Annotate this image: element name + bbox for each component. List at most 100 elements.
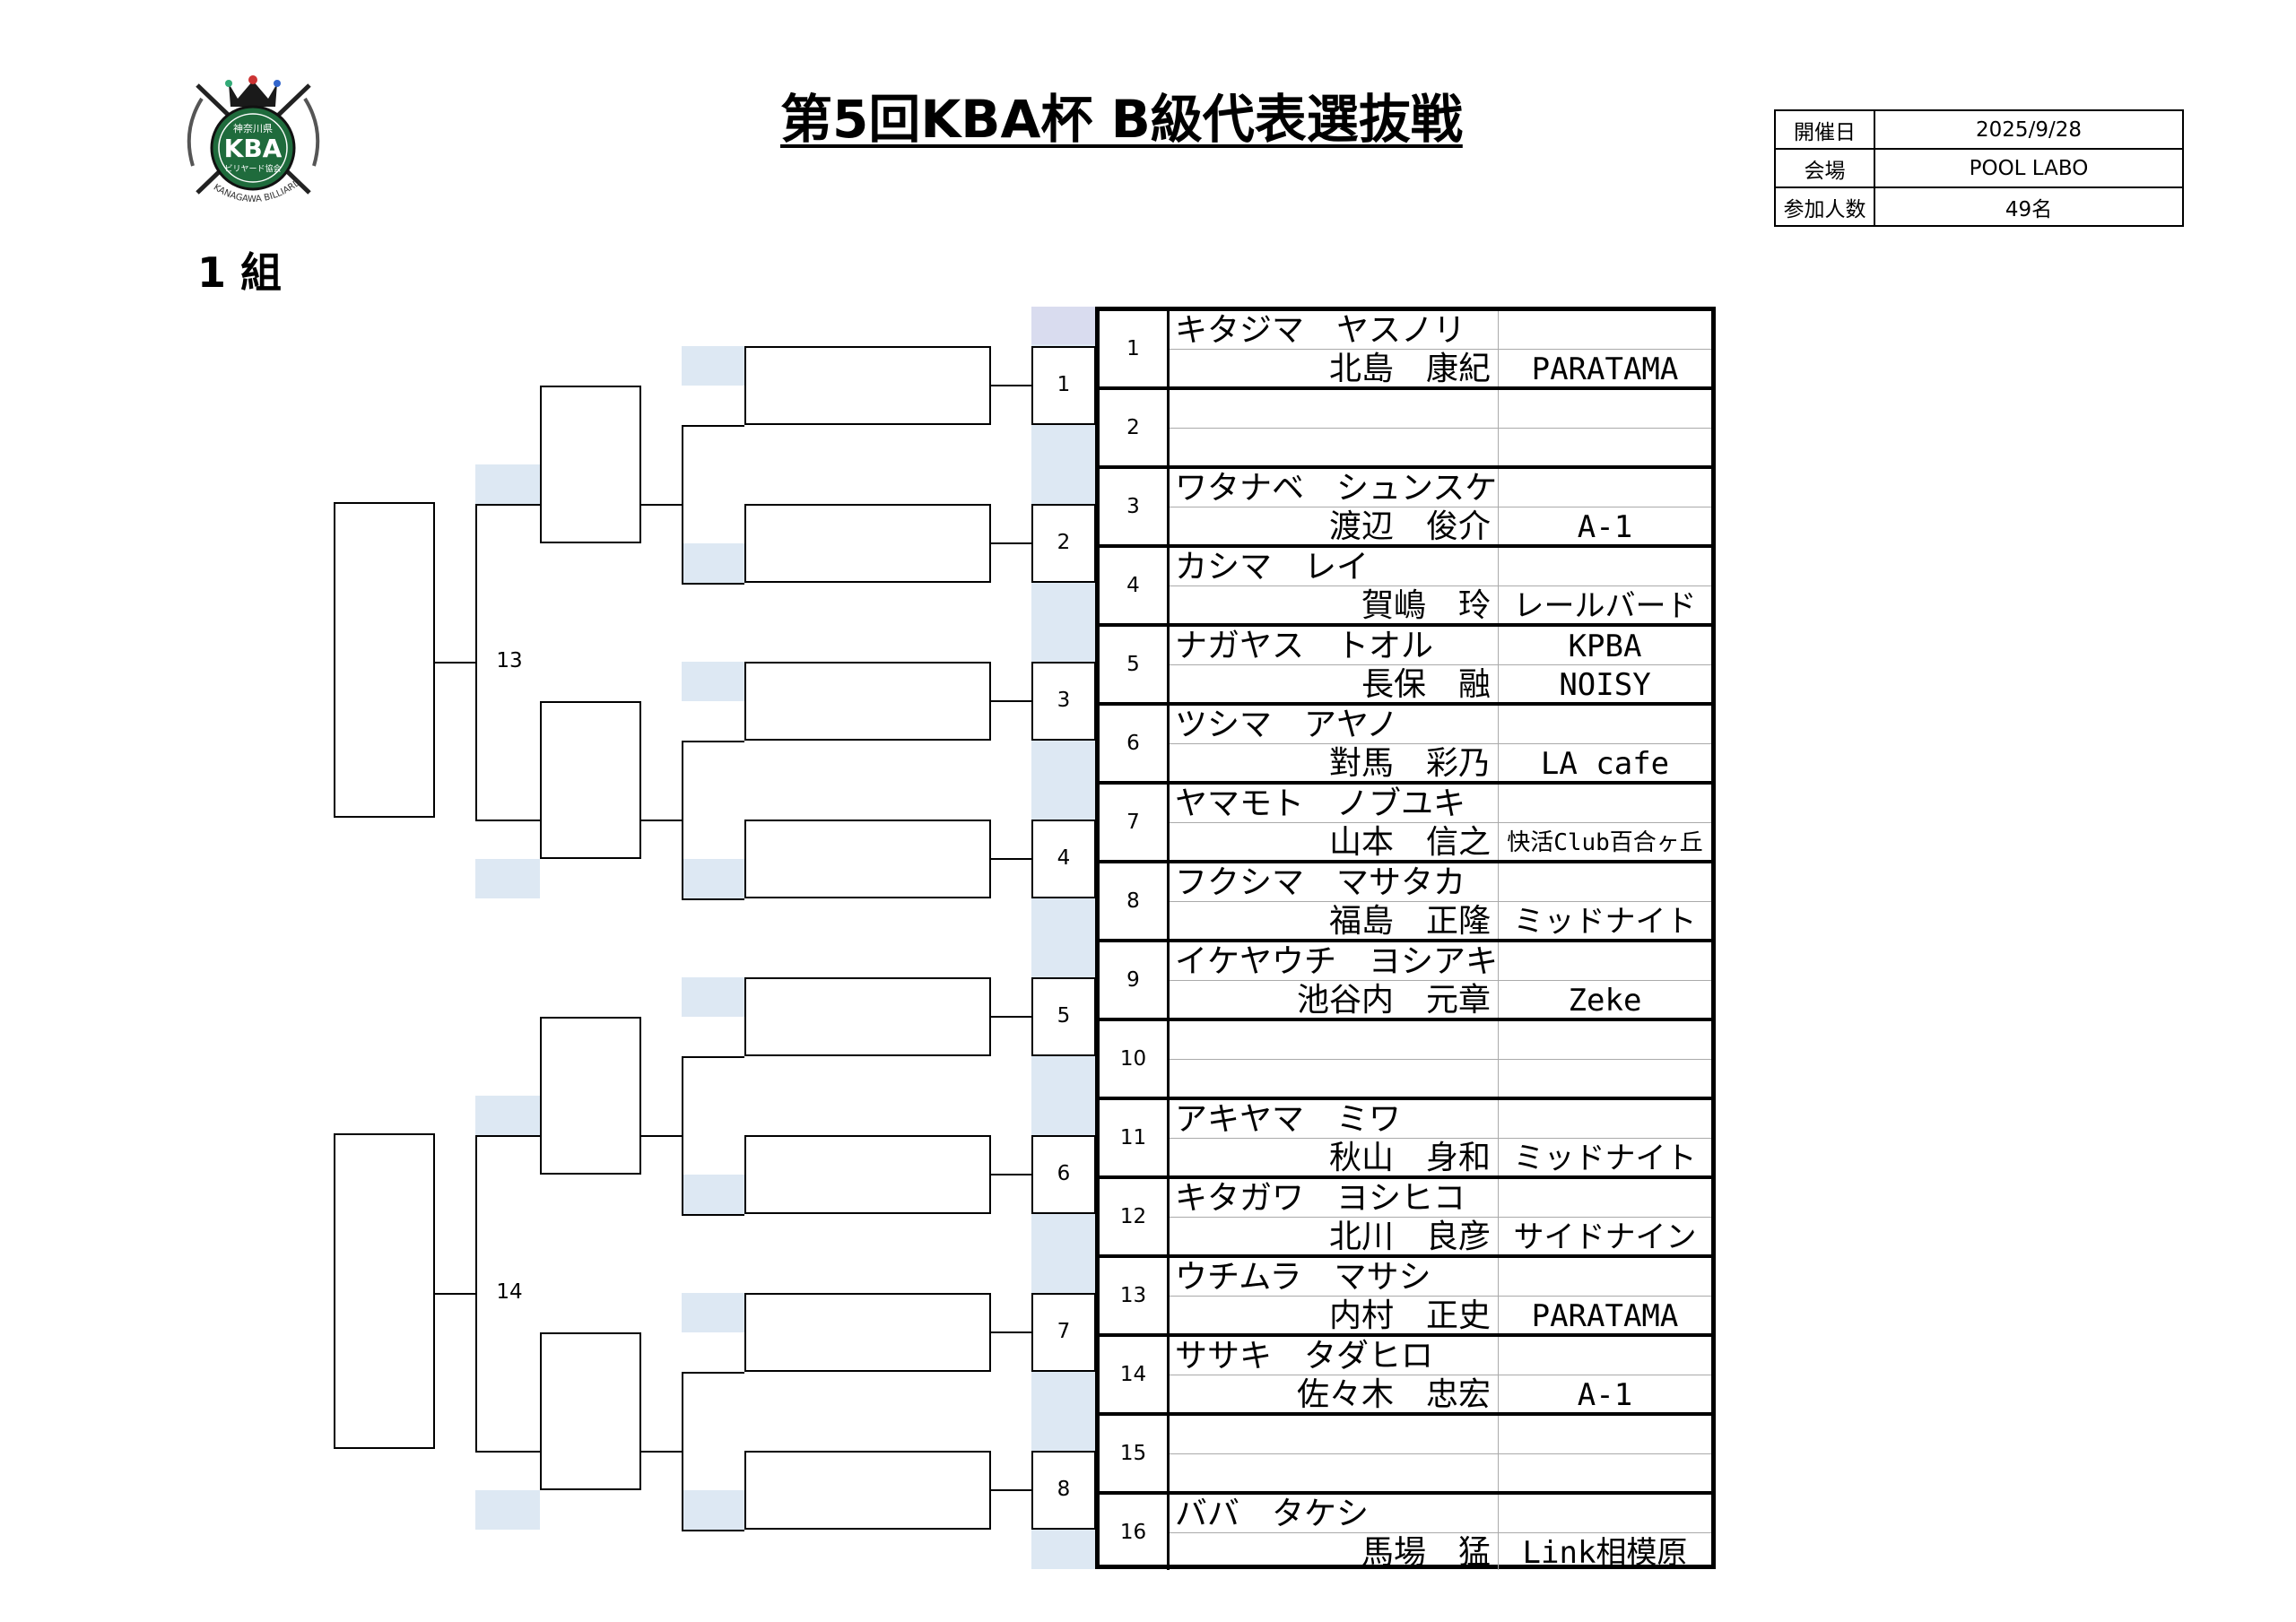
connector-line: [475, 1451, 540, 1453]
player-club-line1: [1499, 1100, 1711, 1139]
player-name-kanji: 北島 康紀: [1170, 350, 1499, 387]
player-name-kanji: 池谷内 元章: [1170, 981, 1499, 1019]
player-club-line1: [1499, 785, 1711, 823]
player-club-line1: [1499, 1021, 1711, 1060]
bracket-shade: [682, 543, 744, 583]
player-club-line2: [1499, 429, 1711, 465]
bracket-shade: [682, 662, 744, 701]
player-club-line1: [1499, 469, 1711, 507]
seed-number: 6: [1100, 706, 1170, 781]
match-number: 5: [1057, 1004, 1071, 1028]
connector-line: [991, 385, 1031, 386]
r2-match-box[interactable]: [744, 1293, 991, 1372]
semi-match-box[interactable]: [334, 1133, 435, 1449]
match-number: 13: [496, 649, 523, 672]
seed-number: 14: [1100, 1337, 1170, 1412]
r1-match-box[interactable]: [1031, 820, 1096, 898]
player-club-line1: [1499, 390, 1711, 429]
connector-line: [682, 741, 744, 742]
r3-match-box[interactable]: [540, 1332, 641, 1490]
connector-line: [475, 1135, 477, 1451]
bracket-shade: [475, 859, 540, 898]
seed-number: 4: [1100, 548, 1170, 623]
player-club-line1: [1499, 1416, 1711, 1454]
connector-line: [475, 820, 540, 821]
player-club-line2: [1499, 1060, 1711, 1097]
seed-number: 12: [1100, 1179, 1170, 1254]
info-label: 参加人数: [1774, 186, 1875, 227]
r2-match-box[interactable]: [744, 504, 991, 583]
r2-match-box[interactable]: [744, 662, 991, 741]
seed-number: 16: [1100, 1495, 1170, 1570]
connector-line: [682, 425, 683, 583]
player-club-line2: A-1: [1577, 1377, 1633, 1413]
player-name-kanji: 渡辺 俊介: [1170, 507, 1499, 545]
player-club-line1: [1499, 942, 1711, 981]
event-info-table: 開催日 2025/9/28 会場 POOL LABO 参加人数 49名: [1774, 109, 2184, 227]
player-club-line2: PARATAMA: [1531, 1298, 1679, 1334]
semi-match-box[interactable]: [334, 502, 435, 818]
info-row: 会場 POOL LABO: [1774, 148, 2184, 188]
player-row: 15: [1100, 1416, 1711, 1495]
player-name-kanji: [1170, 1454, 1499, 1491]
r1-match-box[interactable]: [1031, 1135, 1096, 1214]
seed-number: 1: [1100, 311, 1170, 386]
player-name-kanji: 馬場 猛: [1170, 1533, 1499, 1571]
player-name-kanji: [1170, 1060, 1499, 1097]
player-club-line2: [1499, 1454, 1711, 1491]
seed-number: 2: [1100, 390, 1170, 465]
info-row: 参加人数 49名: [1774, 186, 2184, 227]
r2-match-box[interactable]: [744, 346, 991, 425]
match-number: 8: [1057, 1478, 1071, 1501]
connector-line: [475, 504, 540, 506]
r1-match-box[interactable]: [1031, 662, 1096, 741]
r3-match-box[interactable]: [540, 386, 641, 543]
player-club-line1: [1499, 1258, 1711, 1297]
r3-match-box[interactable]: [540, 701, 641, 859]
player-club-line1: [1499, 311, 1711, 350]
r1-match-box[interactable]: [1031, 1293, 1096, 1372]
connector-line: [682, 1372, 683, 1530]
seed-number: 8: [1100, 863, 1170, 939]
match-number: 1: [1057, 373, 1071, 396]
player-club-line1: KPBA: [1499, 627, 1711, 665]
r3-match-box[interactable]: [540, 1017, 641, 1175]
player-club-line1: [1499, 1337, 1711, 1375]
info-value: 2025/9/28: [1874, 109, 2184, 150]
player-name-kana: フクシマ マサタカ: [1170, 863, 1499, 902]
connector-line: [641, 1135, 682, 1137]
group-label: 1 組: [197, 248, 283, 297]
bracket-shade: [682, 346, 744, 386]
kba-emblem-icon: 神奈川県 KBA ビリヤード協会 KANAGAWA BILLIARD: [187, 75, 320, 204]
connector-line: [475, 504, 477, 820]
match-number: 7: [1057, 1320, 1071, 1343]
player-row: 10: [1100, 1021, 1711, 1100]
r2-match-box[interactable]: [744, 1135, 991, 1214]
player-club-line2: LA cafe: [1540, 746, 1670, 782]
info-label: 開催日: [1774, 109, 1875, 150]
r1-match-box[interactable]: [1031, 346, 1096, 425]
player-row: 2: [1100, 390, 1711, 469]
connector-line: [435, 662, 475, 664]
svg-text:ビリヤード協会: ビリヤード協会: [224, 163, 281, 174]
r2-match-box[interactable]: [744, 1451, 991, 1530]
player-name-kanji: 北川 良彦: [1170, 1218, 1499, 1255]
connector-line: [682, 898, 744, 900]
r2-match-box[interactable]: [744, 820, 991, 898]
player-club-line2: A-1: [1577, 509, 1633, 545]
player-name-kana: イケヤウチ ヨシアキ: [1170, 942, 1499, 981]
bracket-shade: [475, 1096, 540, 1135]
player-club-line1: [1499, 863, 1711, 902]
bracket-shade: [682, 1293, 744, 1332]
seed-number: 11: [1100, 1100, 1170, 1175]
r2-match-box[interactable]: [744, 977, 991, 1056]
seed-number: 15: [1100, 1416, 1170, 1491]
bracket-shade: [475, 1490, 540, 1530]
